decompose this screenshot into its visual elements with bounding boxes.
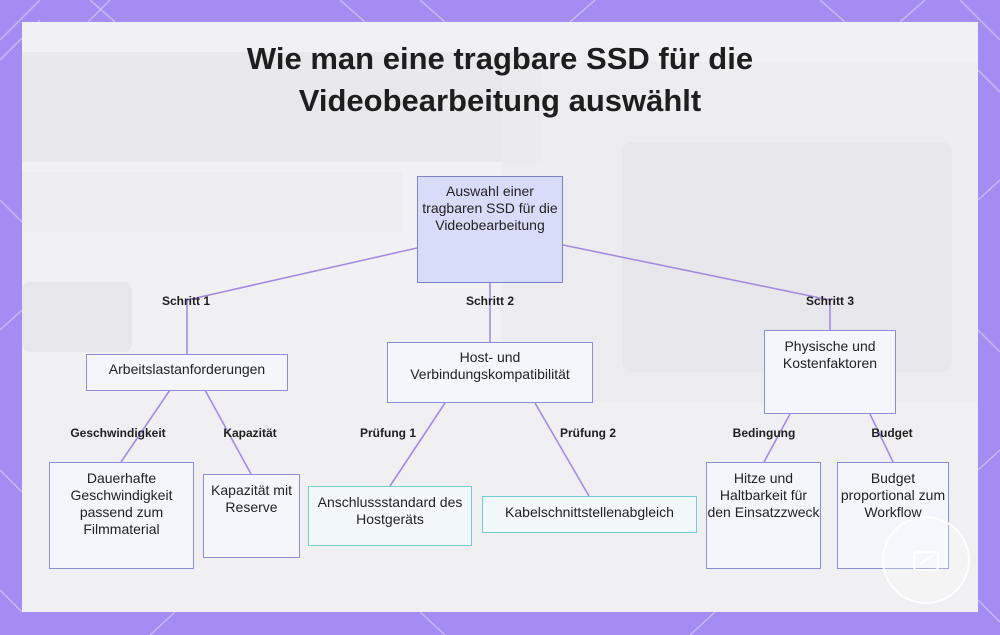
page-title: Wie man eine tragbare SSD für die Videob…	[0, 38, 1000, 122]
node-kabelschnittstelle: Kabelschnittstellenabgleich	[482, 496, 697, 533]
edge-label-pruefung-2: Prüfung 2	[560, 426, 616, 440]
node-kapazitaet-reserve-label: Kapazität mit Reserve	[211, 482, 292, 515]
node-kabelschnittstelle-label: Kabelschnittstellenabgleich	[505, 504, 674, 520]
node-kapazitaet-reserve: Kapazität mit Reserve	[203, 474, 300, 558]
node-host-verbindung: Host- und Verbindungskompatibilität	[387, 342, 593, 403]
node-dauerhafte-geschwindigkeit-label: Dauerhafte Geschwindigkeit passend zum F…	[70, 470, 173, 537]
node-host-verbindung-label: Host- und Verbindungskompatibilität	[410, 349, 570, 382]
node-hitze-haltbarkeit-label: Hitze und Haltbarkeit für den Einsatzzwe…	[707, 470, 820, 520]
edge-label-kapazitaet: Kapazität	[223, 426, 277, 440]
node-physische-kosten: Physische und Kostenfaktoren	[764, 330, 896, 414]
node-physische-kosten-label: Physische und Kostenfaktoren	[782, 338, 878, 371]
edge-label-pruefung-1: Prüfung 1	[360, 426, 416, 440]
node-arbeitslastanforderungen-label: Arbeitslastanforderungen	[108, 361, 266, 377]
title-line-1: Wie man eine tragbare SSD für die	[246, 41, 754, 76]
edge-label-schritt-3: Schritt 3	[805, 294, 855, 308]
root-node: Auswahl einer tragbaren SSD für die Vide…	[417, 176, 563, 283]
node-budget-proportional-label: Budget proportional zum Workflow	[840, 470, 946, 520]
node-anschlussstandard-label: Anschlussstandard des Hostgeräts	[317, 494, 463, 527]
node-arbeitslastanforderungen: Arbeitslastanforderungen	[86, 354, 288, 391]
edge-label-bedingung: Bedingung	[732, 426, 796, 440]
title-line-2: Videobearbeitung auswählt	[298, 83, 702, 118]
node-dauerhafte-geschwindigkeit: Dauerhafte Geschwindigkeit passend zum F…	[49, 462, 194, 569]
root-node-label: Auswahl einer tragbaren SSD für die Vide…	[422, 183, 558, 233]
edge-label-geschwindigkeit: Geschwindigkeit	[70, 426, 166, 440]
watermark-logo-icon	[882, 516, 970, 604]
node-anschlussstandard: Anschlussstandard des Hostgeräts	[308, 486, 472, 546]
edge-label-schritt-2: Schritt 2	[465, 294, 515, 308]
edge-label-schritt-1: Schritt 1	[161, 294, 211, 308]
node-hitze-haltbarkeit: Hitze und Haltbarkeit für den Einsatzzwe…	[706, 462, 821, 569]
edge-label-budget: Budget	[871, 426, 913, 440]
